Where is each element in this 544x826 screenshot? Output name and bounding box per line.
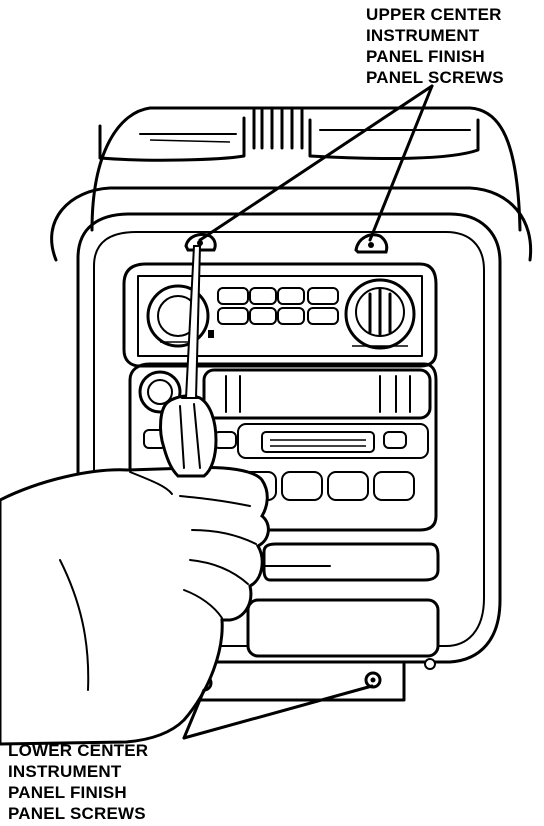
upper-callout-line-2: INSTRUMENT <box>366 26 480 45</box>
upper-dash-outline <box>50 106 533 262</box>
lower-callout-line-3: PANEL FINISH <box>8 783 127 802</box>
climate-control-panel <box>122 262 438 368</box>
radio-cassette-unit <box>128 362 438 532</box>
lower-callout-line-4: PANEL SCREWS <box>8 804 146 823</box>
lower-leader-lines <box>182 684 374 740</box>
lower-callout-line-2: INSTRUMENT <box>8 762 122 781</box>
upper-callout-line-3: PANEL FINISH <box>366 47 485 66</box>
upper-screws-callout: UPPER CENTER INSTRUMENT PANEL FINISH PAN… <box>366 4 504 88</box>
upper-callout-line-4: PANEL SCREWS <box>366 68 504 87</box>
upper-screw-right <box>354 233 389 254</box>
lower-screws-callout: LOWER CENTER INSTRUMENT PANEL FINISH PAN… <box>8 740 148 824</box>
upper-callout-line-1: UPPER CENTER <box>366 5 502 24</box>
upper-leader-lines <box>198 84 434 242</box>
storage-bin <box>246 542 440 658</box>
hand-with-screwdriver <box>0 245 270 746</box>
lower-callout-line-1: LOWER CENTER <box>8 741 149 760</box>
